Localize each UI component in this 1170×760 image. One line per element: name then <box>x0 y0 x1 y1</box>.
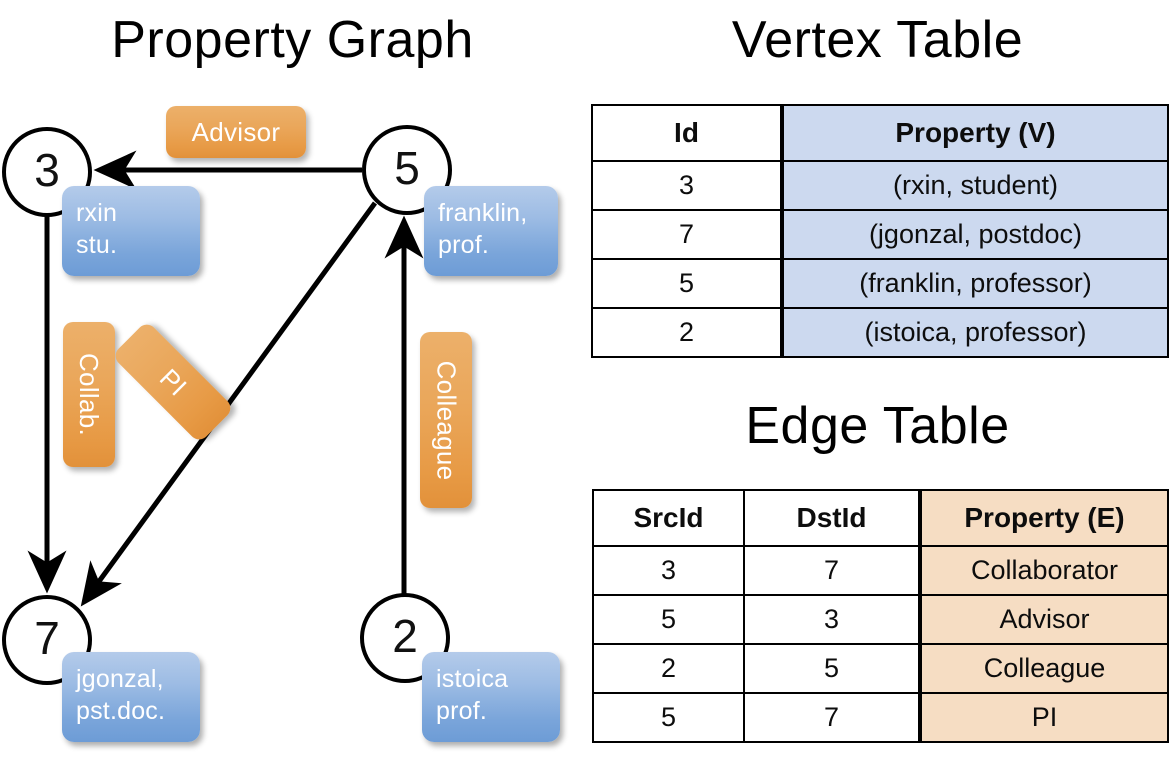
edge-cell-property: Collaborator <box>918 545 1169 596</box>
edge-cell-dst: 5 <box>743 643 921 694</box>
vertex-cell-id: 7 <box>591 209 783 260</box>
node-property-box-2[interactable]: istoica prof. <box>422 652 560 742</box>
vertex-table: Id Property (V) 3 (rxin, student) 7 (jgo… <box>591 104 1169 358</box>
graph-edge-arrows <box>27 150 424 607</box>
edge-table-header-dstid: DstId <box>743 489 921 547</box>
edge-cell-src: 5 <box>592 692 745 743</box>
edge-table: SrcId DstId Property (E) 3 7 Collaborato… <box>592 489 1169 743</box>
edge-label-advisor-text: Advisor <box>191 116 281 147</box>
node-property-3-line1: rxin <box>76 199 118 227</box>
page-title-edge-table: Edge Table <box>745 397 1010 455</box>
vertex-cell-id: 2 <box>591 307 783 358</box>
edge-table-header-srcid: SrcId <box>592 489 745 547</box>
edge-label-colleague[interactable]: Colleague <box>420 332 472 508</box>
node-property-box-3[interactable]: rxin stu. <box>62 186 200 276</box>
edge-arrow-pi <box>80 201 378 607</box>
edge-cell-src: 3 <box>592 545 745 596</box>
vertex-cell-property: (rxin, student) <box>780 160 1169 211</box>
graph-node-2-label: 2 <box>392 610 418 662</box>
edge-label-colleague-text: Colleague <box>431 360 462 480</box>
node-property-box-7[interactable]: jgonzal, pst.doc. <box>62 652 200 742</box>
graph-node-5[interactable]: 5 <box>362 125 452 215</box>
graph-node-2[interactable]: 2 <box>360 593 450 683</box>
node-property-3-line2: stu. <box>76 231 118 259</box>
edge-label-advisor[interactable]: Advisor <box>166 106 306 158</box>
node-property-7-line2: pst.doc. <box>76 697 166 725</box>
table-row[interactable]: 5 7 PI <box>592 692 1169 743</box>
table-row[interactable]: 5 (franklin, professor) <box>591 258 1169 309</box>
node-property-box-5[interactable]: franklin, prof. <box>424 186 558 276</box>
graph-node-5-label: 5 <box>394 142 420 194</box>
table-row[interactable]: 2 (istoica, professor) <box>591 307 1169 358</box>
edge-cell-dst: 3 <box>743 594 921 645</box>
table-row[interactable]: 3 (rxin, student) <box>591 160 1169 211</box>
node-property-5-line2: prof. <box>438 231 490 259</box>
vertex-cell-id: 3 <box>591 160 783 211</box>
edge-cell-src: 2 <box>592 643 745 694</box>
node-property-2-line1: istoica <box>436 665 509 693</box>
edge-label-pi-text: PI <box>153 362 193 402</box>
vertex-cell-property: (istoica, professor) <box>780 307 1169 358</box>
edge-table-header-property: Property (E) <box>918 489 1169 547</box>
edge-cell-dst: 7 <box>743 545 921 596</box>
edge-cell-dst: 7 <box>743 692 921 743</box>
table-row[interactable]: 7 (jgonzal, postdoc) <box>591 209 1169 260</box>
node-property-7-line1: jgonzal, <box>76 665 164 693</box>
edge-cell-property: PI <box>918 692 1169 743</box>
vertex-cell-property: (jgonzal, postdoc) <box>780 209 1169 260</box>
vertex-cell-property: (franklin, professor) <box>780 258 1169 309</box>
vertex-table-header-row: Id Property (V) <box>591 104 1169 162</box>
graph-node-7-label: 7 <box>34 612 60 664</box>
table-row[interactable]: 2 5 Colleague <box>592 643 1169 694</box>
page-title-vertex-table: Vertex Table <box>731 11 1024 69</box>
table-row[interactable]: 5 3 Advisor <box>592 594 1169 645</box>
page-title-property-graph: Property Graph <box>111 11 474 69</box>
graph-node-3-label: 3 <box>34 144 60 196</box>
edge-table-header-row: SrcId DstId Property (E) <box>592 489 1169 547</box>
vertex-cell-id: 5 <box>591 258 783 309</box>
vertex-table-header-id: Id <box>591 104 783 162</box>
edge-label-collab[interactable]: Collab. <box>63 322 115 467</box>
edge-cell-property: Colleague <box>918 643 1169 694</box>
node-property-5-line1: franklin, <box>438 199 528 227</box>
vertex-table-header-property: Property (V) <box>780 104 1169 162</box>
edge-label-collab-text: Collab. <box>74 352 105 437</box>
edge-cell-src: 5 <box>592 594 745 645</box>
table-row[interactable]: 3 7 Collaborator <box>592 545 1169 596</box>
edge-cell-property: Advisor <box>918 594 1169 645</box>
node-property-2-line2: prof. <box>436 697 488 725</box>
